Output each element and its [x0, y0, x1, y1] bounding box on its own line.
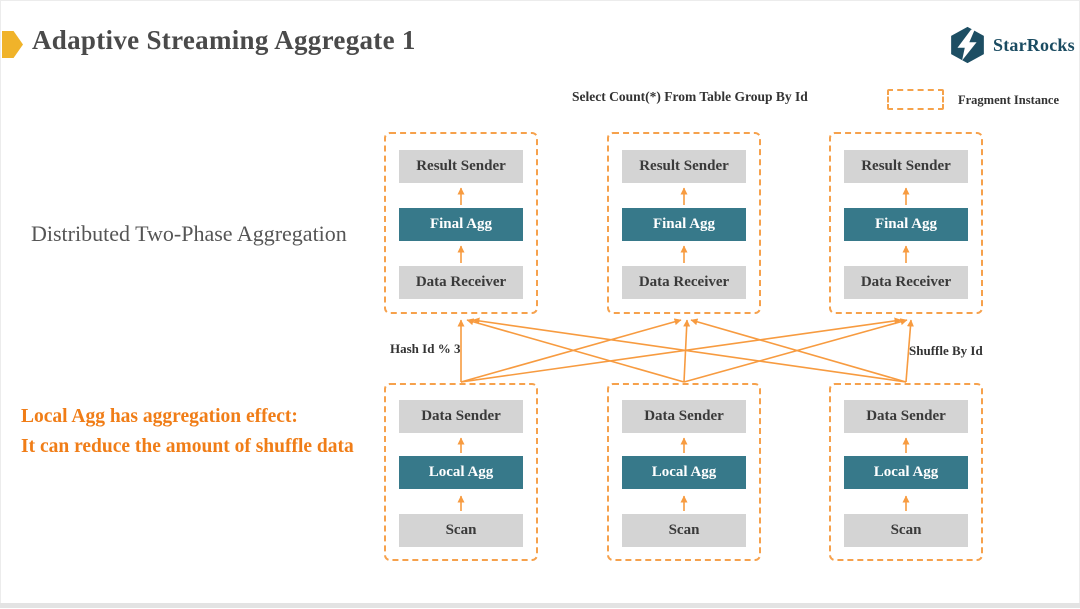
- node-scan: Scan: [399, 514, 523, 547]
- phase-label: Distributed Two-Phase Aggregation: [31, 221, 347, 246]
- node-result-sender: Result Sender: [844, 150, 968, 183]
- node-result-sender: Result Sender: [622, 150, 746, 183]
- node-scan: Scan: [844, 514, 968, 547]
- starrocks-logo: StarRocks: [949, 25, 1075, 65]
- node-data-sender: Data Sender: [622, 400, 746, 433]
- fragment-instance-bottom-3: Data Sender Local Agg Scan: [829, 383, 983, 561]
- starrocks-logo-icon: [951, 26, 984, 64]
- aggregation-note: Local Agg has aggregation effect: It can…: [21, 402, 373, 462]
- node-local-agg: Local Agg: [399, 456, 523, 489]
- node-data-receiver: Data Receiver: [844, 266, 968, 299]
- aggregation-note-line1: Local Agg has aggregation effect:: [21, 406, 298, 427]
- hash-id-label: Hash Id % 3: [390, 341, 461, 356]
- node-data-receiver: Data Receiver: [622, 266, 746, 299]
- fragment-instance-top-1: Result Sender Final Agg Data Receiver: [384, 132, 538, 314]
- query-label: Select Count(*) From Table Group By Id: [572, 89, 808, 104]
- fragment-instance-swatch: [887, 89, 944, 110]
- node-data-sender: Data Sender: [844, 400, 968, 433]
- fragment-instance-top-2: Result Sender Final Agg Data Receiver: [607, 132, 761, 314]
- node-final-agg: Final Agg: [844, 208, 968, 241]
- node-final-agg: Final Agg: [399, 208, 523, 241]
- node-data-receiver: Data Receiver: [399, 266, 523, 299]
- node-data-sender: Data Sender: [399, 400, 523, 433]
- starrocks-logo-text: StarRocks: [993, 34, 1075, 55]
- node-local-agg: Local Agg: [844, 456, 968, 489]
- fragment-instance-bottom-1: Data Sender Local Agg Scan: [384, 383, 538, 561]
- node-final-agg: Final Agg: [622, 208, 746, 241]
- node-scan: Scan: [622, 514, 746, 547]
- page-title: Adaptive Streaming Aggregate 1: [32, 25, 416, 55]
- fragment-instance-top-3: Result Sender Final Agg Data Receiver: [829, 132, 983, 314]
- legend-label: Fragment Instance: [958, 93, 1060, 107]
- fragment-instance-bottom-2: Data Sender Local Agg Scan: [607, 383, 761, 561]
- aggregation-note-line2: It can reduce the amount of shuffle data: [21, 436, 354, 457]
- shuffle-by-id-label: Shuffle By Id: [909, 343, 983, 358]
- node-local-agg: Local Agg: [622, 456, 746, 489]
- slide-bottom-bar: [0, 603, 1080, 608]
- title-bullet-icon: [2, 31, 23, 58]
- node-result-sender: Result Sender: [399, 150, 523, 183]
